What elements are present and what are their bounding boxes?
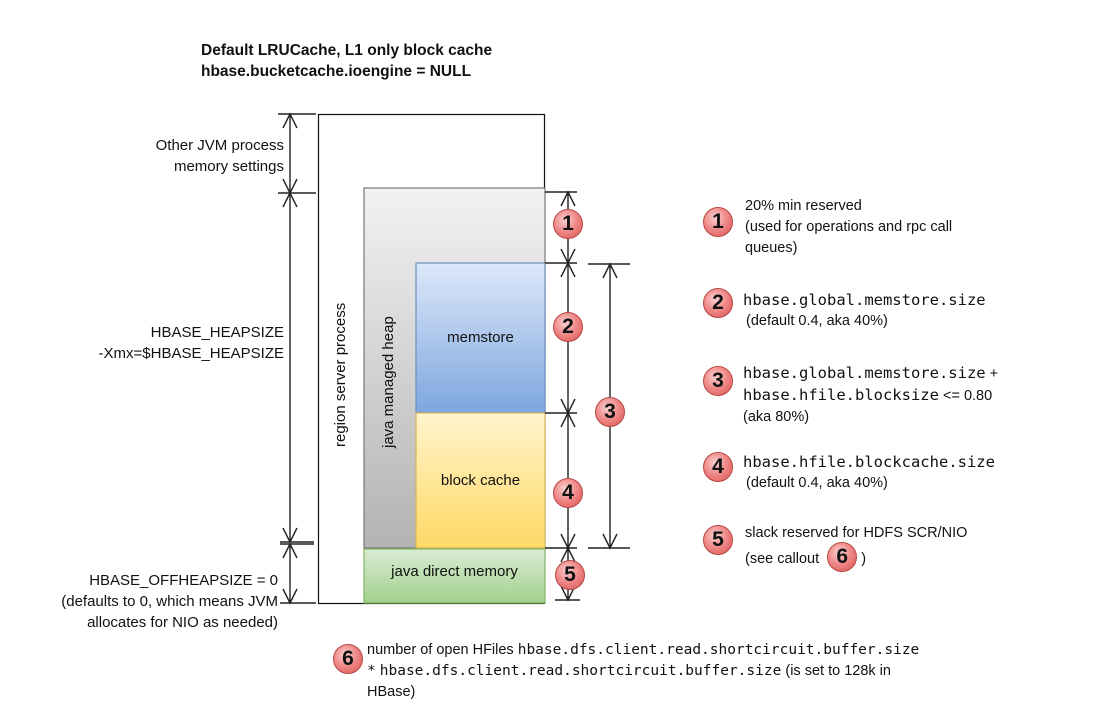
note-2: hbase.global.memstore.size (default 0.4,…: [743, 290, 986, 332]
badge-2: 2: [553, 312, 583, 342]
footnote-code-2: hbase.dfs.client.read.shortcircuit.buffe…: [379, 663, 782, 679]
heapsize-line-1: HBASE_HEAPSIZE: [150, 324, 284, 341]
direct-memory-box: [363, 548, 546, 604]
offheap-line-1: HBASE_OFFHEAPSIZE = 0: [89, 572, 278, 589]
footnote-badge: 6: [333, 644, 363, 674]
memstore-label: memstore: [447, 329, 514, 346]
note-4-badge: 4: [703, 452, 733, 482]
note-3-code-1: hbase.global.memstore.size: [743, 364, 986, 382]
java-heap-label: java managed heap: [380, 316, 397, 448]
note-5-see-callout: (see callout: [745, 550, 820, 567]
badge-4: 4: [553, 478, 583, 508]
note-3-code-2: hbase.hfile.blocksize: [743, 386, 939, 404]
note-5-close-paren: ): [861, 550, 867, 567]
diagram-title: Default LRUCache, L1 only block cache hb…: [201, 40, 492, 82]
footnote-star: *: [367, 663, 376, 679]
note-4-line-2: (default 0.4, aka 40%): [746, 475, 888, 491]
note-2-badge: 2: [703, 288, 733, 318]
note-5-line-1: slack reserved for HDFS SCR/NIO: [745, 525, 968, 541]
block-cache-label: block cache: [440, 472, 521, 489]
title-line-1: Default LRUCache, L1 only block cache: [201, 42, 493, 59]
footnote-code-1: hbase.dfs.client.read.shortcircuit.buffe…: [517, 642, 920, 658]
block-cache-box: [415, 412, 546, 549]
note-5: slack reserved for HDFS SCR/NIO (see cal…: [745, 523, 967, 574]
other-jvm-line-1: Other JVM process: [155, 137, 284, 154]
note-1-line-1: 20% min reserved: [745, 198, 862, 214]
heapsize-label: HBASE_HEAPSIZE -Xmx=$HBASE_HEAPSIZE: [60, 322, 284, 364]
badge-1: 1: [553, 209, 583, 239]
direct-memory-label: java direct memory: [391, 563, 518, 580]
title-line-2: hbase.bucketcache.ioengine = NULL: [201, 63, 472, 80]
heapsize-line-2: -Xmx=$HBASE_HEAPSIZE: [98, 345, 284, 362]
note-2-line-2: (default 0.4, aka 40%): [746, 313, 888, 329]
note-1-line-3: queues): [745, 240, 798, 256]
other-jvm-line-2: memory settings: [173, 158, 284, 175]
note-3-limit: <= 0.80: [943, 388, 993, 404]
note-4-code: hbase.hfile.blockcache.size: [743, 453, 995, 471]
footnote-text-3: HBase): [367, 684, 416, 700]
note-2-code: hbase.global.memstore.size: [743, 291, 986, 309]
offheap-line-3: allocates for NIO as needed): [87, 614, 278, 631]
footnote-text-1: number of open HFiles: [367, 642, 514, 658]
badge-3: 3: [595, 397, 625, 427]
footnote-text-2: (is set to 128k in: [785, 663, 891, 679]
note-3-line-3: (aka 80%): [743, 409, 810, 425]
memstore-box: [415, 262, 546, 414]
footnote-6: number of open HFiles hbase.dfs.client.r…: [367, 640, 919, 703]
note-1-badge: 1: [703, 207, 733, 237]
note-4: hbase.hfile.blockcache.size (default 0.4…: [743, 452, 995, 494]
region-server-label: region server process: [332, 302, 349, 447]
note-1-line-2: (used for operations and rpc call: [745, 219, 953, 235]
note-3-badge: 3: [703, 366, 733, 396]
offheap-line-2: (defaults to 0, which means JVM: [61, 593, 278, 610]
note-5-badge: 5: [703, 525, 733, 555]
badge-5: 5: [555, 560, 585, 590]
other-jvm-label: Other JVM process memory settings: [100, 135, 284, 177]
note-3: hbase.global.memstore.size + hbase.hfile…: [743, 363, 998, 428]
note-3-plus: +: [989, 366, 999, 382]
note-1: 20% min reserved (used for operations an…: [745, 196, 952, 259]
offheap-label: HBASE_OFFHEAPSIZE = 0 (defaults to 0, wh…: [0, 570, 278, 633]
note-5-ref-badge: 6: [827, 542, 858, 572]
